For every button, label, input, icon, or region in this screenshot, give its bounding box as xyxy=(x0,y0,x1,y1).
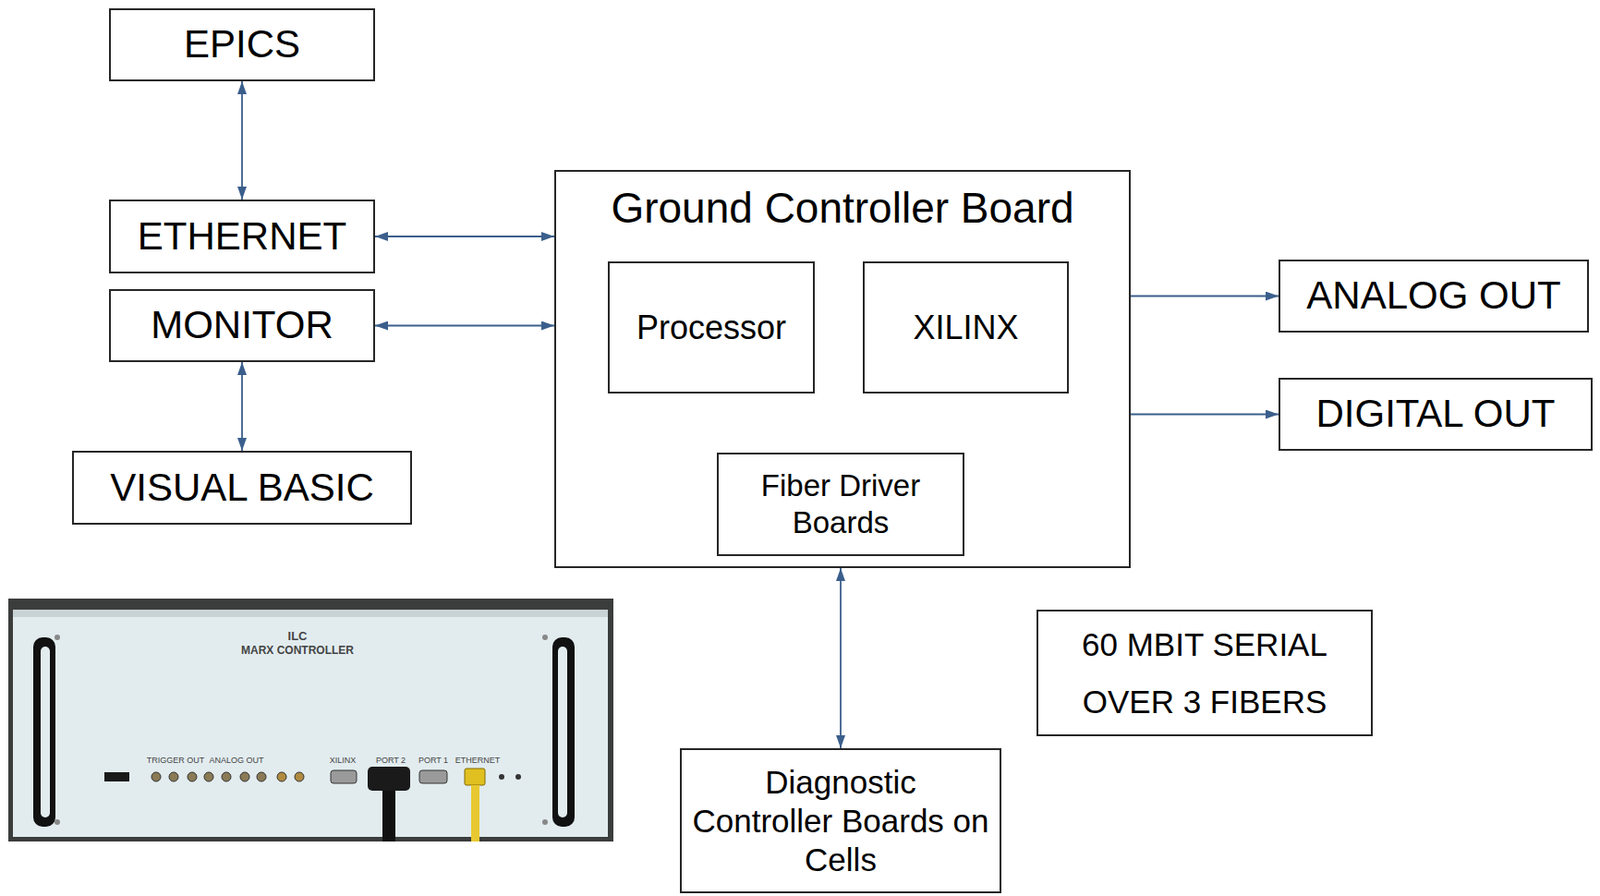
interface-box: ETHERNET xyxy=(109,199,376,274)
output-box: ANALOG OUT xyxy=(1278,259,1589,333)
indicator-led xyxy=(515,774,522,780)
panel-port-label: XILINX xyxy=(329,755,357,765)
photo-background xyxy=(8,598,614,842)
connector-arrow xyxy=(375,235,555,238)
panel-screw xyxy=(542,819,548,825)
front-panel xyxy=(12,609,608,837)
bnc-connector xyxy=(151,772,161,782)
bnc-connector xyxy=(294,772,304,782)
fpga-block: XILINX xyxy=(862,261,1069,394)
box-label: 60 MBIT SERIAL OVER 3 FIBERS xyxy=(1038,616,1371,730)
panel-port-label: ETHERNET xyxy=(455,755,501,765)
left-handle-gap xyxy=(40,646,50,818)
ethernet-plug xyxy=(464,768,485,786)
interface-box: MONITOR xyxy=(109,289,376,363)
note-box: 60 MBIT SERIAL OVER 3 FIBERS xyxy=(1036,609,1373,737)
box-label: ANALOG OUT xyxy=(1296,272,1570,319)
dsub-connector xyxy=(419,770,448,784)
connector-arrow xyxy=(241,81,243,200)
output-box: DIGITAL OUT xyxy=(1278,377,1593,451)
board-heading: Ground Controller Board xyxy=(601,182,1083,234)
panel-edge xyxy=(12,609,608,618)
cell-controller-box: Diagnostic Controller Boards on Cells xyxy=(679,748,1002,894)
panel-port-label: PORT 2 xyxy=(375,755,406,765)
box-label: Diagnostic Controller Boards on Cells xyxy=(681,763,1000,880)
panel-screw xyxy=(54,819,61,825)
connector-arrow xyxy=(1130,413,1279,416)
panel-port-label: PORT 1 xyxy=(418,755,449,765)
panel-title: MARX CONTROLLER xyxy=(241,643,354,657)
left-handle xyxy=(33,637,56,827)
right-handle xyxy=(552,637,575,827)
serial-plug xyxy=(367,766,411,791)
processor-block: Processor xyxy=(607,261,815,394)
connector-arrow xyxy=(375,325,555,328)
connector-arrow xyxy=(839,568,842,749)
box-label: Processor xyxy=(627,307,796,348)
fiber-driver-block: Fiber Driver Boards xyxy=(716,452,965,557)
bnc-connector xyxy=(204,772,214,782)
panel-screw xyxy=(54,634,61,641)
box-label: ETHERNET xyxy=(128,213,356,260)
bnc-connector xyxy=(240,772,250,782)
connector-arrow xyxy=(1130,295,1279,298)
controller-board: Ground Controller BoardProcessor XILINX Fi… xyxy=(554,169,1131,569)
panel-port-label: ANALOG OUT xyxy=(208,755,264,765)
panel-port-label: TRIGGER OUT xyxy=(146,755,206,765)
box-label: Fiber Driver Boards xyxy=(718,467,963,541)
bnc-connector xyxy=(169,772,179,782)
box-label: MONITOR xyxy=(141,302,343,349)
black-cable xyxy=(382,790,396,842)
box-label: DIGITAL OUT xyxy=(1306,390,1564,437)
dsub-connector xyxy=(330,770,357,784)
panel-title: ILC xyxy=(288,629,308,643)
panel-screw xyxy=(542,634,548,641)
connector-arrow xyxy=(241,362,243,451)
bnc-connector xyxy=(187,772,197,782)
bnc-connector xyxy=(256,772,267,782)
jtag-connector xyxy=(104,772,130,782)
yellow-cable xyxy=(471,785,480,842)
software-box: EPICS xyxy=(109,8,376,82)
bnc-connector xyxy=(221,772,231,782)
box-label: XILINX xyxy=(903,307,1028,348)
indicator-led xyxy=(498,774,505,780)
right-handle-gap xyxy=(557,646,568,818)
box-label: VISUAL BASIC xyxy=(100,464,384,511)
software-box: VISUAL BASIC xyxy=(72,450,413,525)
box-label: EPICS xyxy=(174,21,310,68)
bnc-connector xyxy=(277,772,287,782)
